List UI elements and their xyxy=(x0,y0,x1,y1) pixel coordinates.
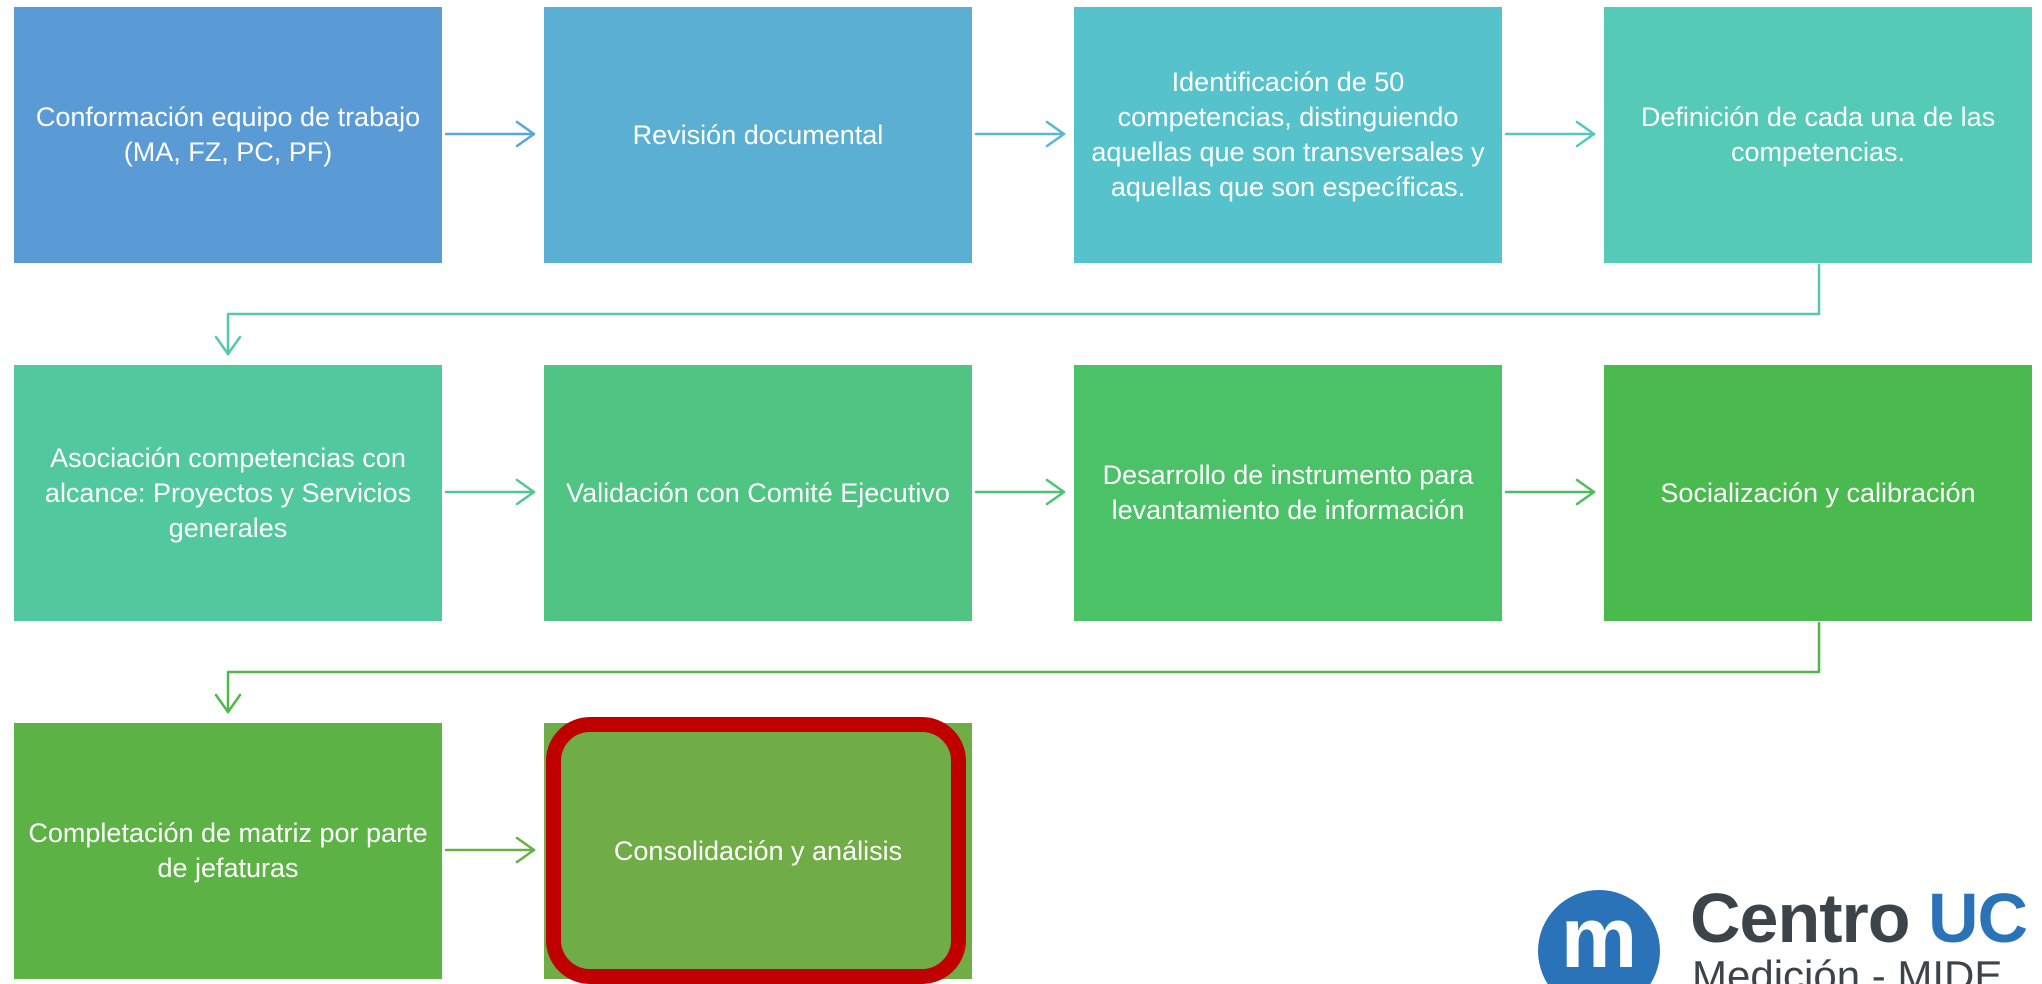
arrowhead-5-6 xyxy=(515,478,536,506)
logo-name-part2: UC xyxy=(1928,880,2028,957)
step-5-label: Asociación competencias con alcance: Pro… xyxy=(44,442,412,543)
step-8-label: Socialización y calibración xyxy=(1660,477,1976,508)
step-5-asociacion-competencias: Asociación competencias con alcance: Pro… xyxy=(14,365,442,621)
arrowhead-2-3 xyxy=(1045,120,1066,148)
logo-name: Centro UC xyxy=(1690,880,2028,958)
step-8-socializacion-calibracion: Socialización y calibración xyxy=(1604,365,2032,621)
arrowhead-7-8 xyxy=(1575,478,1596,506)
step-10-label: Consolidación y análisis xyxy=(613,835,903,866)
logo-subtitle: Medición - MIDE xyxy=(1692,952,2003,984)
step-1-conformacion-equipo: Conformación equipo de trabajo (MA, FZ, … xyxy=(14,7,442,263)
step-4-definicion-competencias: Definición de cada una de las competenci… xyxy=(1604,7,2032,263)
arrow-4-5 xyxy=(226,263,1821,356)
arrow-8-9 xyxy=(226,621,1821,714)
arrowhead-6-7 xyxy=(1045,478,1066,506)
step-6-label: Validación con Comité Ejecutivo xyxy=(566,477,950,508)
step-10-consolidacion-analisis: Consolidación y análisis xyxy=(544,723,972,979)
highlight-frame xyxy=(546,717,966,984)
step-3-identificacion-competencias: Identificación de 50 competencias, disti… xyxy=(1074,7,1502,263)
step-2-revision-documental: Revisión documental xyxy=(544,7,972,263)
arrowhead-3-4 xyxy=(1575,120,1596,148)
step-4-label: Definición de cada una de las competenci… xyxy=(1640,102,1996,167)
step-6-validacion-comite: Validación con Comité Ejecutivo xyxy=(544,365,972,621)
arrowhead-9-10 xyxy=(515,836,536,864)
centro-uc-logo: m Centro UC Medición - MIDE xyxy=(1538,880,2042,984)
step-9-label: Completación de matriz por parte de jefa… xyxy=(28,818,428,883)
arrowhead-8-9 xyxy=(214,693,242,714)
step-9-completacion-matriz: Completación de matriz por parte de jefa… xyxy=(14,723,442,979)
step-2-label: Revisión documental xyxy=(632,119,884,150)
arrowhead-1-2 xyxy=(515,120,536,148)
step-1-label: Conformación equipo de trabajo (MA, FZ, … xyxy=(35,102,421,167)
arrowhead-4-5 xyxy=(214,335,242,356)
logo-m-icon: m xyxy=(1538,890,1660,984)
step-7-desarrollo-instrumento: Desarrollo de instrumento para levantami… xyxy=(1074,365,1502,621)
logo-name-part1: Centro xyxy=(1690,880,1928,957)
step-3-label: Identificación de 50 competencias, disti… xyxy=(1091,67,1485,202)
step-7-label: Desarrollo de instrumento para levantami… xyxy=(1102,460,1474,525)
